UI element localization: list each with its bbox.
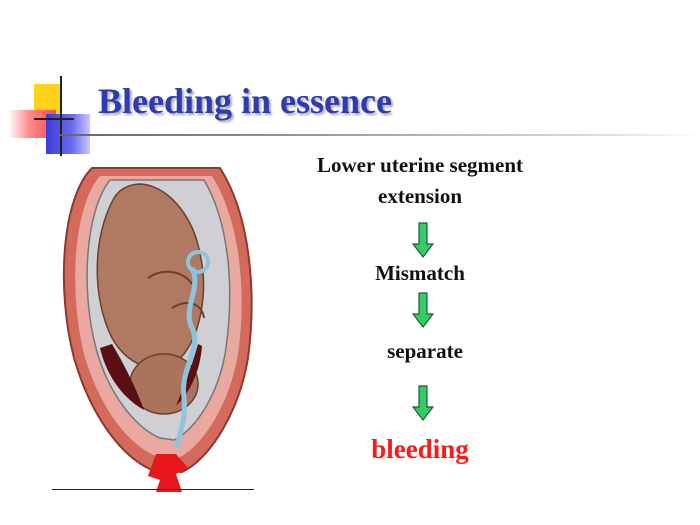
step-lus-line1: Lower uterine segment — [316, 153, 524, 177]
step-mismatch: Mismatch — [375, 261, 465, 285]
illustration-baseline — [52, 489, 254, 490]
slide-title: Bleeding in essence — [98, 81, 392, 121]
down-arrow-icon — [412, 292, 434, 328]
step-lower-uterine-segment: Lower uterine segment extension — [280, 150, 560, 212]
ornament-horizontal-line — [34, 118, 74, 120]
ornament-vertical-line — [60, 76, 62, 156]
down-arrow-icon — [412, 222, 434, 258]
title-underline — [60, 134, 700, 136]
step-bleeding: bleeding — [371, 434, 469, 464]
ornament-yellow-square — [34, 84, 62, 114]
placenta-abruption-illustration — [52, 158, 254, 492]
step-separate: separate — [387, 339, 463, 363]
down-arrow-icon — [412, 385, 434, 421]
step-lus-line2: extension — [378, 184, 462, 208]
corner-ornament — [0, 70, 100, 160]
